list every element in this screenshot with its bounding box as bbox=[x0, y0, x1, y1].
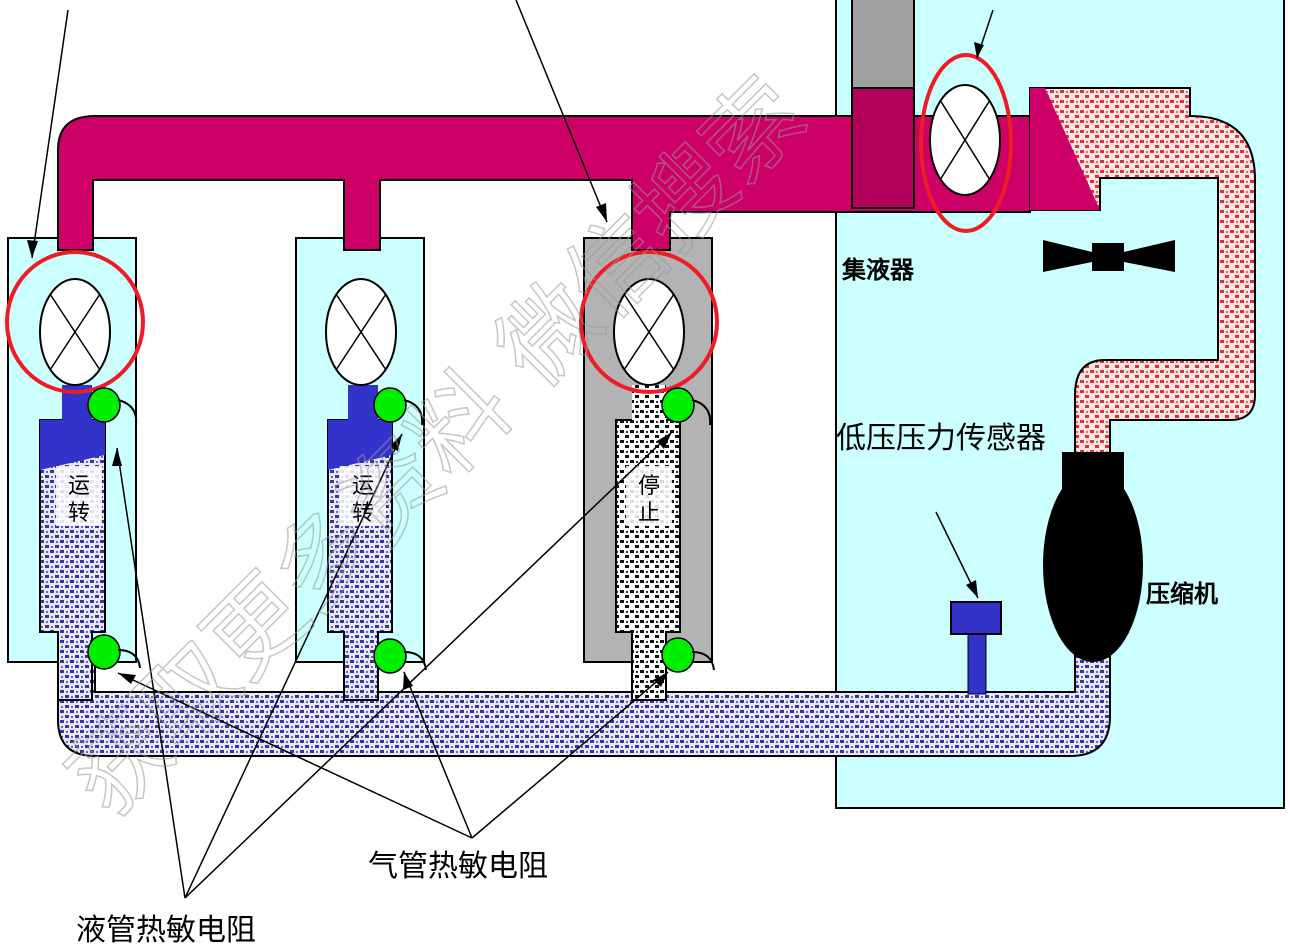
thermistor-dot-icon bbox=[87, 387, 141, 670]
gas-pipe-thermistor-label: 气管热敏电阻 bbox=[368, 849, 548, 884]
thermistor-dot-icon bbox=[661, 387, 715, 673]
unit1-status-bg bbox=[56, 466, 102, 526]
highlight-circle bbox=[579, 250, 719, 394]
highlight-circle bbox=[5, 250, 145, 394]
valve-x-icon bbox=[325, 278, 397, 386]
valve-x-icon bbox=[613, 278, 685, 386]
unit3-status-line2: 止 bbox=[638, 501, 660, 526]
unit1-status-line1: 运 bbox=[68, 474, 90, 499]
unit3-status-line1: 停 bbox=[638, 474, 660, 499]
unit2-status-line1: 运 bbox=[352, 474, 374, 499]
compressor bbox=[1043, 452, 1143, 662]
valve-x-icon bbox=[39, 278, 111, 386]
valve-x-icon bbox=[929, 84, 1001, 196]
receiver-gas bbox=[851, 87, 915, 209]
low-pressure-sensor bbox=[950, 601, 1002, 695]
thermistor-dot-icon bbox=[373, 387, 427, 674]
low-pressure-sensor-label: 低压压力传感器 bbox=[836, 421, 1046, 456]
unit1-status-line2: 转 bbox=[68, 501, 90, 526]
discharge-gas-section bbox=[1030, 88, 1100, 210]
receiver-label: 集液器 bbox=[841, 256, 915, 284]
unit3-status-bg bbox=[626, 466, 672, 526]
highlight-circle bbox=[919, 53, 1013, 233]
gas-header-pipe bbox=[57, 115, 1031, 251]
arrowheads bbox=[27, 42, 984, 690]
receiver-pipe bbox=[851, 0, 915, 89]
liquid-pipe-thermistor-label: 液管热敏电阻 bbox=[76, 913, 256, 948]
compressor-label: 压缩机 bbox=[1146, 580, 1218, 608]
fan-icon bbox=[1043, 240, 1175, 272]
